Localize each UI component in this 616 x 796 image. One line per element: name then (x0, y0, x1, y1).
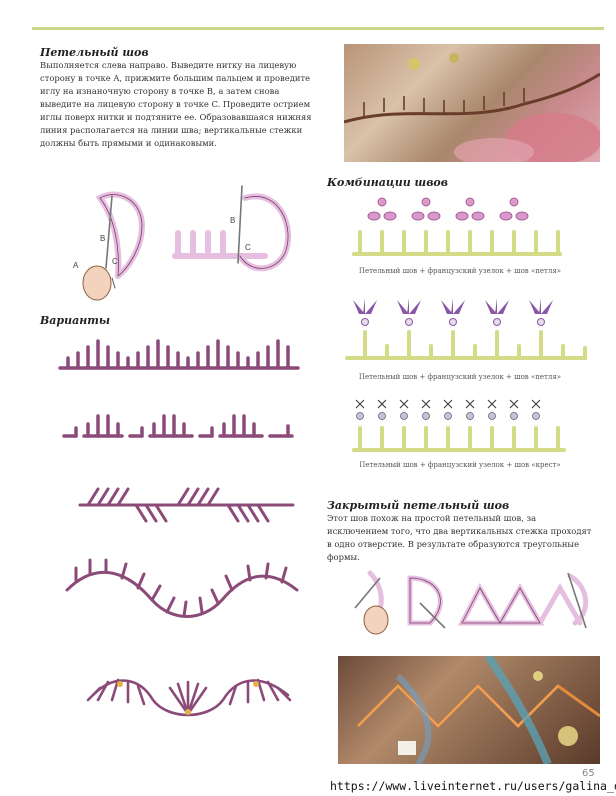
page-number: 65 (582, 768, 595, 779)
diagram-left (83, 194, 142, 300)
top-accent-line (32, 27, 604, 30)
variant-2 (62, 408, 302, 443)
label-b: B (100, 234, 105, 243)
variant-5 (88, 660, 308, 730)
label-a: A (73, 261, 79, 270)
combo-caption-3: Петельный шов + французский узелок + шов… (330, 461, 590, 469)
combo-caption-1: Петельный шов + французский узелок + шов… (330, 267, 590, 275)
variant-4 (62, 560, 302, 630)
label-b2: B (230, 216, 235, 225)
variants-title: Варианты (40, 314, 110, 327)
combo-1 (352, 192, 582, 262)
top-embroidery-photo (344, 44, 600, 162)
closed-buttonhole-diagram (340, 568, 600, 643)
buttonhole-diagram: B C A B C (60, 178, 320, 303)
section-title-buttonhole: Петельный шов (40, 46, 149, 59)
label-c2: C (245, 243, 251, 252)
combo-3 (352, 398, 582, 458)
closed-title: Закрытый петельный шов (327, 499, 509, 512)
label-c: C (112, 257, 118, 266)
combos-title: Комбинации швов (327, 176, 448, 189)
combo-2 (345, 296, 595, 366)
variant-1 (58, 333, 303, 373)
variant-3 (78, 483, 298, 528)
bottom-embroidery-photo (338, 656, 600, 764)
section-body-buttonhole: Выполняется слева направо. Выведите нитк… (40, 59, 312, 150)
combo-caption-2: Петельный шов + французский узелок + шов… (330, 373, 590, 381)
source-url: https://www.liveinternet.ru/users/galina… (330, 779, 616, 793)
closed-body: Этот шов похож на простой петельный шов,… (327, 512, 595, 564)
diagram-right (175, 186, 288, 268)
